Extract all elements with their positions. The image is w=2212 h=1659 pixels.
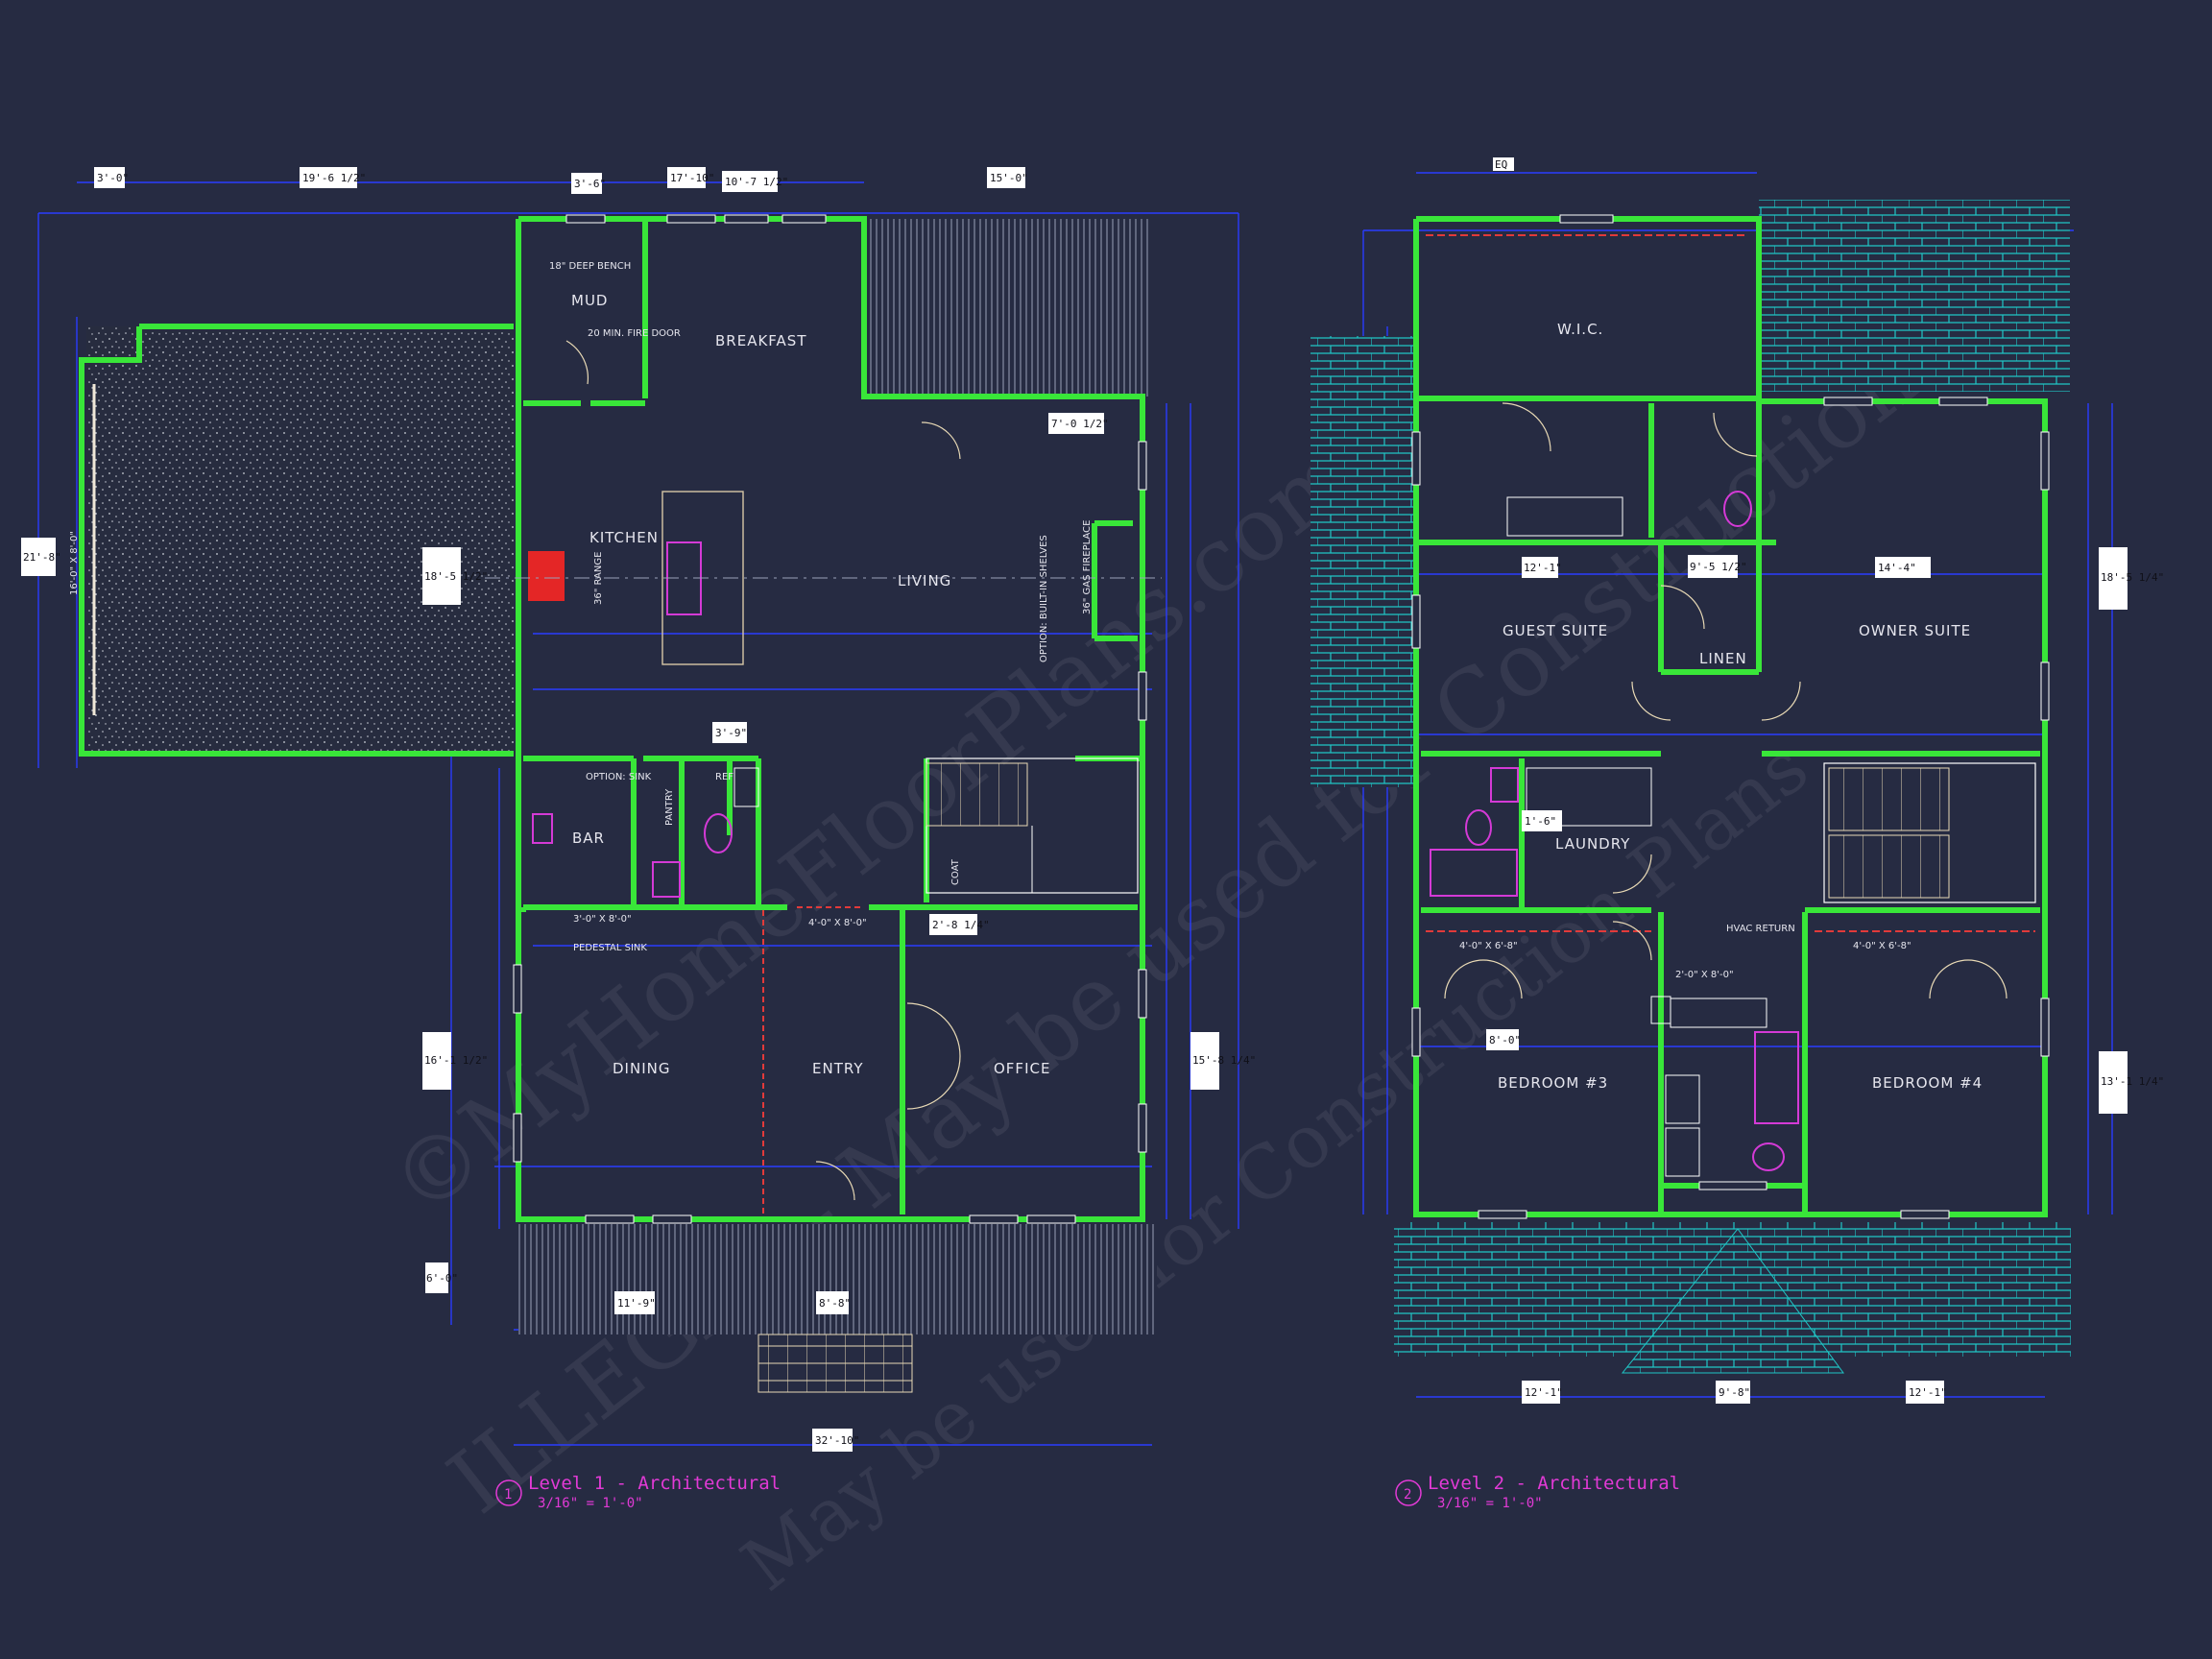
level2-counters <box>1506 496 1700 1177</box>
room-coat: COAT <box>950 858 961 885</box>
dim-l1-5: 10'-7 1/2" <box>725 176 788 188</box>
note-door-1: 2'-0" X 8'-0" <box>1675 970 1734 980</box>
dim-l1-2: 19'-6 1/2" <box>302 172 366 184</box>
dim-l1-15: 11'-9" <box>617 1297 656 1310</box>
dim-l1-1: 3'-0" <box>97 172 129 184</box>
level1-plan: MUD BREAKFAST KITCHEN LIVING BAR PANTRY … <box>21 167 1256 1511</box>
note-hvac: HVAC RETURN <box>1726 924 1795 934</box>
room-linen: LINEN <box>1699 650 1747 667</box>
room-bar: BAR <box>572 830 605 847</box>
dim-l2-12: 1'-6" <box>1525 815 1556 828</box>
room-dining: DINING <box>613 1060 670 1077</box>
dim-l1-12: 2'-8 1/4" <box>932 919 990 931</box>
room-mud: MUD <box>571 292 608 309</box>
level2-walls <box>1413 216 2048 1217</box>
level1-dimension-tags: 3'-0" 19'-6 1/2" 3'-6" 17'-10" 10'-7 1/2… <box>21 167 1256 1452</box>
front-porch <box>518 1224 1157 1334</box>
room-breakfast: BREAKFAST <box>715 332 806 349</box>
room-wic: W.I.C. <box>1557 321 1603 338</box>
room-ref: REF <box>715 772 733 782</box>
level2-dimension-tags: EQ 12'-1" 9'-5 1/2" 14'-4" 18'-5 1/4" 13… <box>1486 157 2164 1404</box>
level1-doors <box>565 340 961 1201</box>
rear-deck <box>864 219 1152 397</box>
room-entry: ENTRY <box>812 1060 864 1077</box>
dim-l1-19: 4'-0" X 8'-0" <box>808 918 867 928</box>
dim-l2-5: 18'-5 1/4" <box>2101 571 2164 584</box>
dim-l2-4: 14'-4" <box>1878 562 1916 574</box>
room-guest-suite: GUEST SUITE <box>1503 622 1608 639</box>
dim-l1-9: 18'-5 1/2" <box>424 570 488 583</box>
room-laundry: LAUNDRY <box>1555 835 1630 853</box>
range-symbol <box>528 551 565 601</box>
level2-number: 2 <box>1404 1487 1411 1503</box>
toilet <box>704 813 733 854</box>
note-builtin: OPTION: BUILT-IN SHELVES <box>1039 535 1049 662</box>
room-bedroom-3: BEDROOM #3 <box>1498 1074 1608 1092</box>
level2-plan: W.I.C. GUEST SUITE LINEN OWNER SUITE LAU… <box>1310 157 2164 1511</box>
dim-l1-14: 15'-8 1/4" <box>1192 1054 1256 1067</box>
note-pedestal-sink: PEDESTAL SINK <box>573 943 647 953</box>
note-range: 36" RANGE <box>593 552 604 605</box>
dim-l1-16: 8'-8" <box>819 1297 851 1310</box>
brick-roof-area-2 <box>1310 336 1416 787</box>
dim-l2-11: 4'-0" X 6'-8" <box>1853 941 1911 951</box>
level1-title-marker <box>495 1479 522 1506</box>
dim-l2-10: 8'-0" <box>1489 1034 1521 1046</box>
dim-l2-3: 9'-5 1/2" <box>1690 561 1747 573</box>
pedestal-sink <box>652 861 681 898</box>
note-fire-door: 20 MIN. FIRE DOOR <box>588 328 681 339</box>
dim-l2-6: 13'-1 1/4" <box>2101 1075 2164 1088</box>
dim-l1-4: 17'-10" <box>670 172 714 184</box>
dim-l1-17: 32'-10" <box>815 1434 859 1447</box>
dim-l1-10: 7'-0 1/2" <box>1051 418 1109 430</box>
kitchen-island <box>661 491 744 665</box>
brick-roof-area-1 <box>1759 200 2070 392</box>
room-owner-suite: OWNER SUITE <box>1859 622 1971 639</box>
dim-l1-18: 6'-0" <box>426 1272 458 1285</box>
dim-l2-2: 12'-1" <box>1524 562 1562 574</box>
level2-doors <box>1444 402 2008 999</box>
watermark: ©MyHomeFloorPlans.com ILLEGAL - May be u… <box>373 326 1936 1608</box>
dim-l2-9: 12'-1" <box>1909 1386 1947 1399</box>
note-door-2: 4'-0" X 6'-8" <box>1459 941 1518 951</box>
level1-title: Level 1 - Architectural <box>528 1473 781 1494</box>
note-half-bath-door: 3'-0" X 8'-0" <box>573 914 632 925</box>
dim-l2-1: EQ <box>1495 158 1507 171</box>
level1-scale: 3/16" = 1'-0" <box>538 1496 643 1511</box>
room-office: OFFICE <box>994 1060 1050 1077</box>
dim-l1-13: 16'-1 1/2" <box>424 1054 488 1067</box>
note-bench: 18" DEEP BENCH <box>549 261 631 272</box>
dim-l2-7: 12'-1" <box>1525 1386 1563 1399</box>
level2-title-marker <box>1395 1479 1422 1506</box>
level2-scale: 3/16" = 1'-0" <box>1437 1496 1543 1511</box>
level1-number: 1 <box>504 1487 512 1503</box>
dim-l1-11: 3'-9" <box>715 727 747 739</box>
dim-l1-6: 15'-0" <box>990 172 1028 184</box>
room-kitchen: KITCHEN <box>589 529 659 546</box>
level1-walls <box>516 216 1145 1222</box>
room-living: LIVING <box>898 572 951 589</box>
garage-floor <box>86 326 514 754</box>
note-fireplace: 36" GAS FIREPLACE <box>1082 520 1093 614</box>
dim-l2-8: 9'-8" <box>1719 1386 1750 1399</box>
garage-wall <box>79 326 514 757</box>
note-option-sink: OPTION: SINK <box>586 772 652 782</box>
room-bedroom-4: BEDROOM #4 <box>1872 1074 1983 1092</box>
dim-l1-8: 16'-0" X 8'-0" <box>69 531 80 595</box>
room-pantry: PANTRY <box>664 788 675 826</box>
level2-windows <box>1411 214 2050 1219</box>
dim-l1-7: 21'-8" <box>23 551 61 564</box>
dim-l1-3: 3'-6" <box>574 178 606 190</box>
level2-title: Level 2 - Architectural <box>1428 1473 1680 1494</box>
level1-windows <box>513 214 1147 1224</box>
bar-sink <box>532 813 553 844</box>
